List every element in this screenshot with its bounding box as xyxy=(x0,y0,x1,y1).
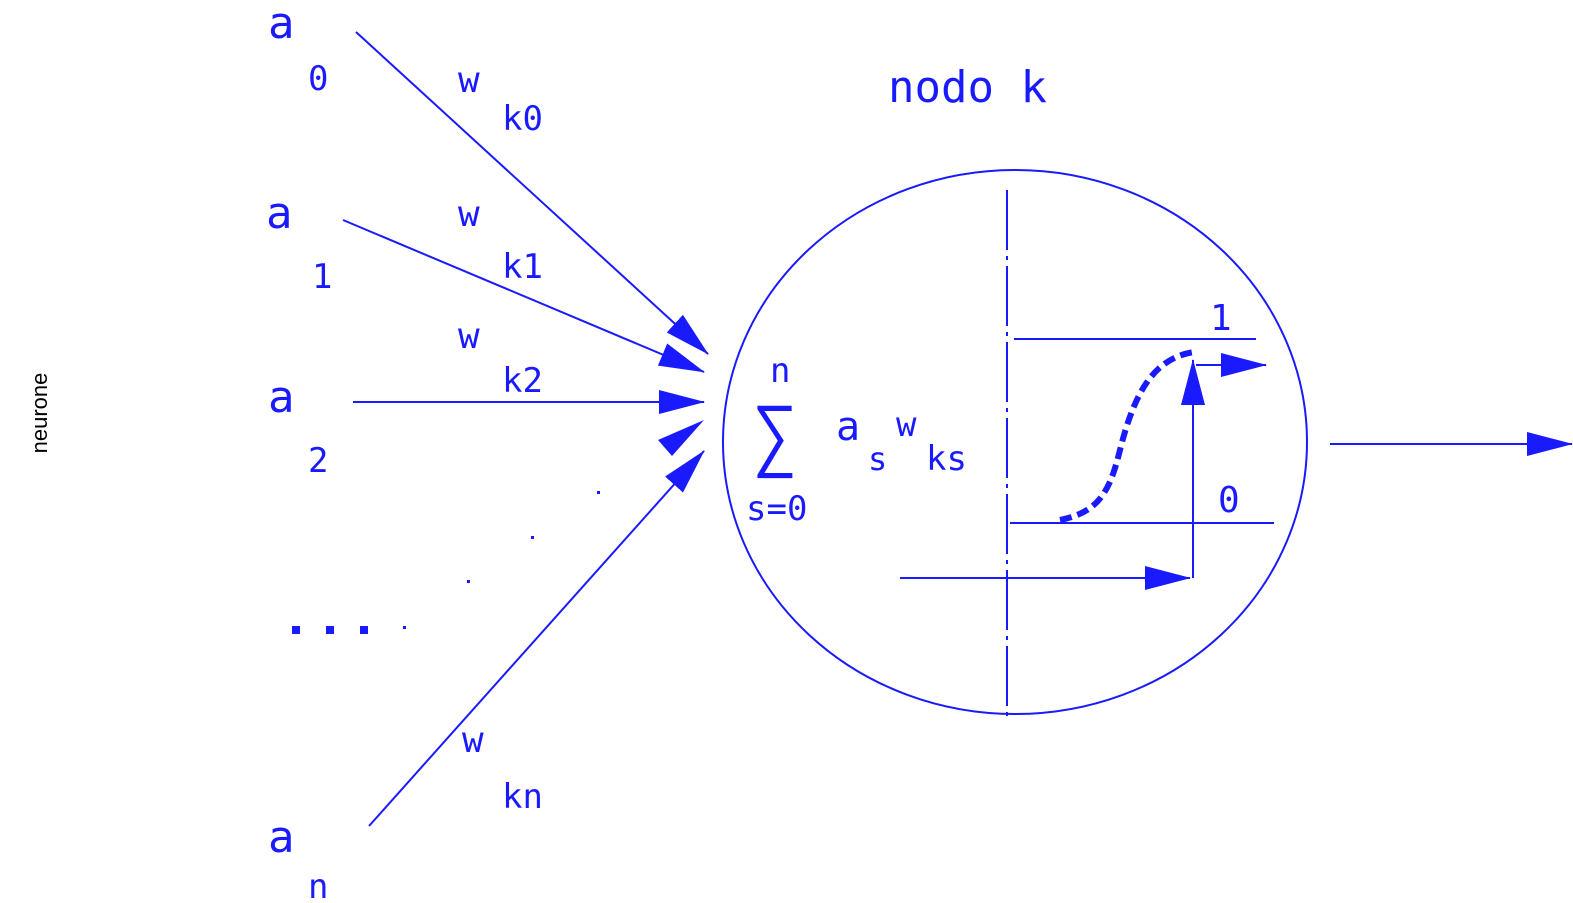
sum-w-sub: ks xyxy=(926,439,967,479)
sum-a-sub: s xyxy=(868,440,887,478)
input-line-1 xyxy=(342,219,705,373)
input-line-0 xyxy=(355,31,709,355)
input-a-1-sub: 1 xyxy=(312,257,332,297)
sum-symbol: ∑ xyxy=(752,391,798,480)
input-arrowhead-extra xyxy=(658,420,704,456)
sum-upper: n xyxy=(770,351,790,391)
weight-w-k2-sub: k2 xyxy=(502,361,543,401)
sum-w: w xyxy=(896,405,917,445)
weight-w-kn: w xyxy=(462,720,484,761)
sum-a: a xyxy=(836,404,860,450)
weight-w-k2: w xyxy=(458,316,480,357)
weight-w-k1: w xyxy=(458,194,480,235)
weight-w-k0-sub: k0 xyxy=(502,99,543,139)
input-a-1: a xyxy=(266,188,293,239)
input-a-n: a xyxy=(268,812,295,863)
activation-low-label: 0 xyxy=(1218,480,1240,521)
input-a-0-sub: 0 xyxy=(308,59,328,99)
activation-high-label: 1 xyxy=(1210,298,1232,339)
input-a-2: a xyxy=(268,372,295,423)
input-a-n-sub: n xyxy=(308,867,328,903)
sum-lower: s=0 xyxy=(746,489,807,529)
node-title: nodo k xyxy=(888,62,1047,113)
node-circle xyxy=(722,169,1308,715)
weight-w-k1-sub: k1 xyxy=(502,247,543,287)
input-line-n xyxy=(368,450,705,827)
activation-sigmoid-curve xyxy=(1059,349,1195,523)
input-a-2-sub: 2 xyxy=(308,441,328,481)
input-a-0: a xyxy=(268,0,295,49)
ellipsis-dots xyxy=(292,491,600,634)
weight-w-kn-sub: kn xyxy=(502,777,543,817)
weight-w-k0: w xyxy=(458,60,480,101)
